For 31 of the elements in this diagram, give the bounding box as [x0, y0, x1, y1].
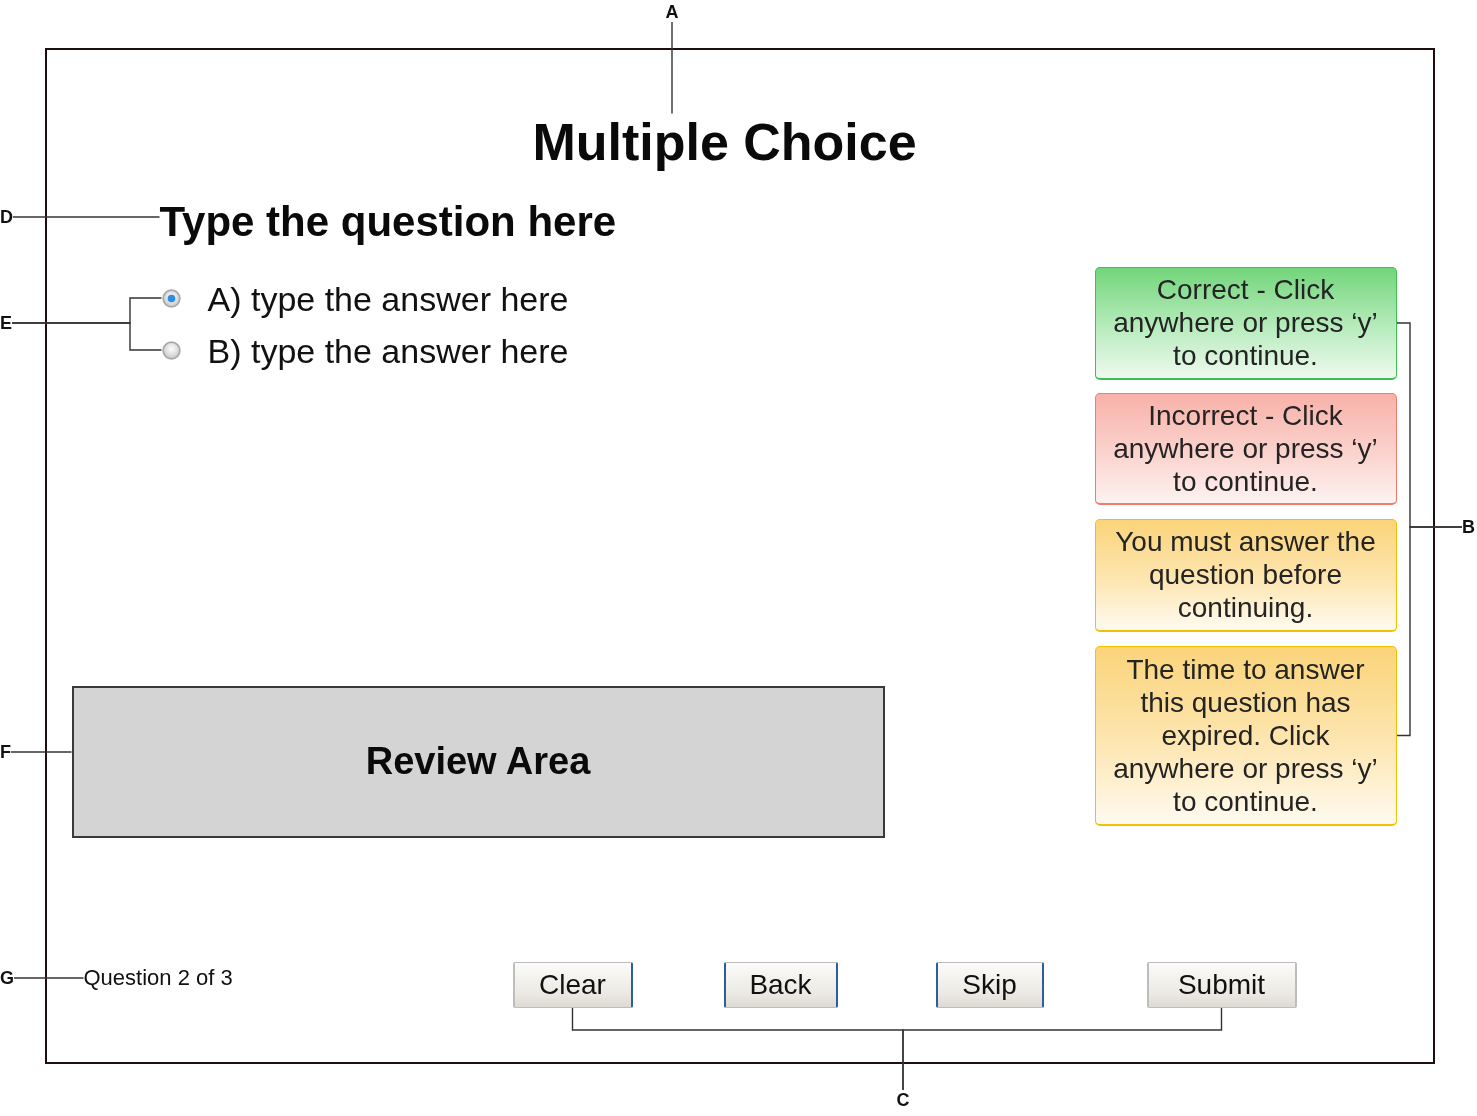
radio-button — [161, 288, 181, 308]
callout-letter: C — [896, 1090, 910, 1110]
feedback-message: You must answer the question before continuing. — [1094, 518, 1397, 632]
feedback-message: Incorrect - Click anywhere or press ‘y’ to continue. — [1094, 392, 1397, 505]
feedback-message: The time to answer this question has expired. Click anywhere or press ‘y’ to continue. — [1094, 645, 1397, 826]
callout-letter: D — [0, 207, 13, 227]
callout-letter: F — [0, 742, 11, 762]
slide-frame — [45, 48, 1435, 1064]
question-counter: Question 2 of 3 — [83, 964, 233, 991]
leader-line — [10, 751, 73, 753]
callout-letter: E — [0, 313, 12, 333]
leader-line — [1395, 526, 1463, 737]
callout-letter: A — [665, 2, 679, 22]
action-button: Clear — [512, 961, 633, 1008]
action-button: Submit — [1146, 961, 1297, 1008]
leader-line — [671, 21, 673, 115]
callout-letter: G — [0, 968, 14, 988]
leader-line — [12, 216, 161, 218]
leader-line — [11, 322, 163, 351]
answer-option-text: A) type the answer here — [207, 278, 569, 319]
review-area-panel: Review Area — [71, 685, 885, 838]
callout-letter: B — [1462, 517, 1475, 537]
action-button: Skip — [935, 961, 1044, 1008]
feedback-message: Correct - Click anywhere or press ‘y’ to continue. — [1094, 266, 1397, 380]
slide-title: Multiple Choice — [532, 113, 917, 170]
leader-line — [13, 977, 85, 979]
action-button: Back — [723, 961, 838, 1008]
answer-option-text: B) type the answer here — [207, 330, 569, 371]
radio-button — [161, 340, 181, 360]
question-text: Type the question here — [159, 197, 617, 246]
leader-line — [902, 1006, 1223, 1091]
